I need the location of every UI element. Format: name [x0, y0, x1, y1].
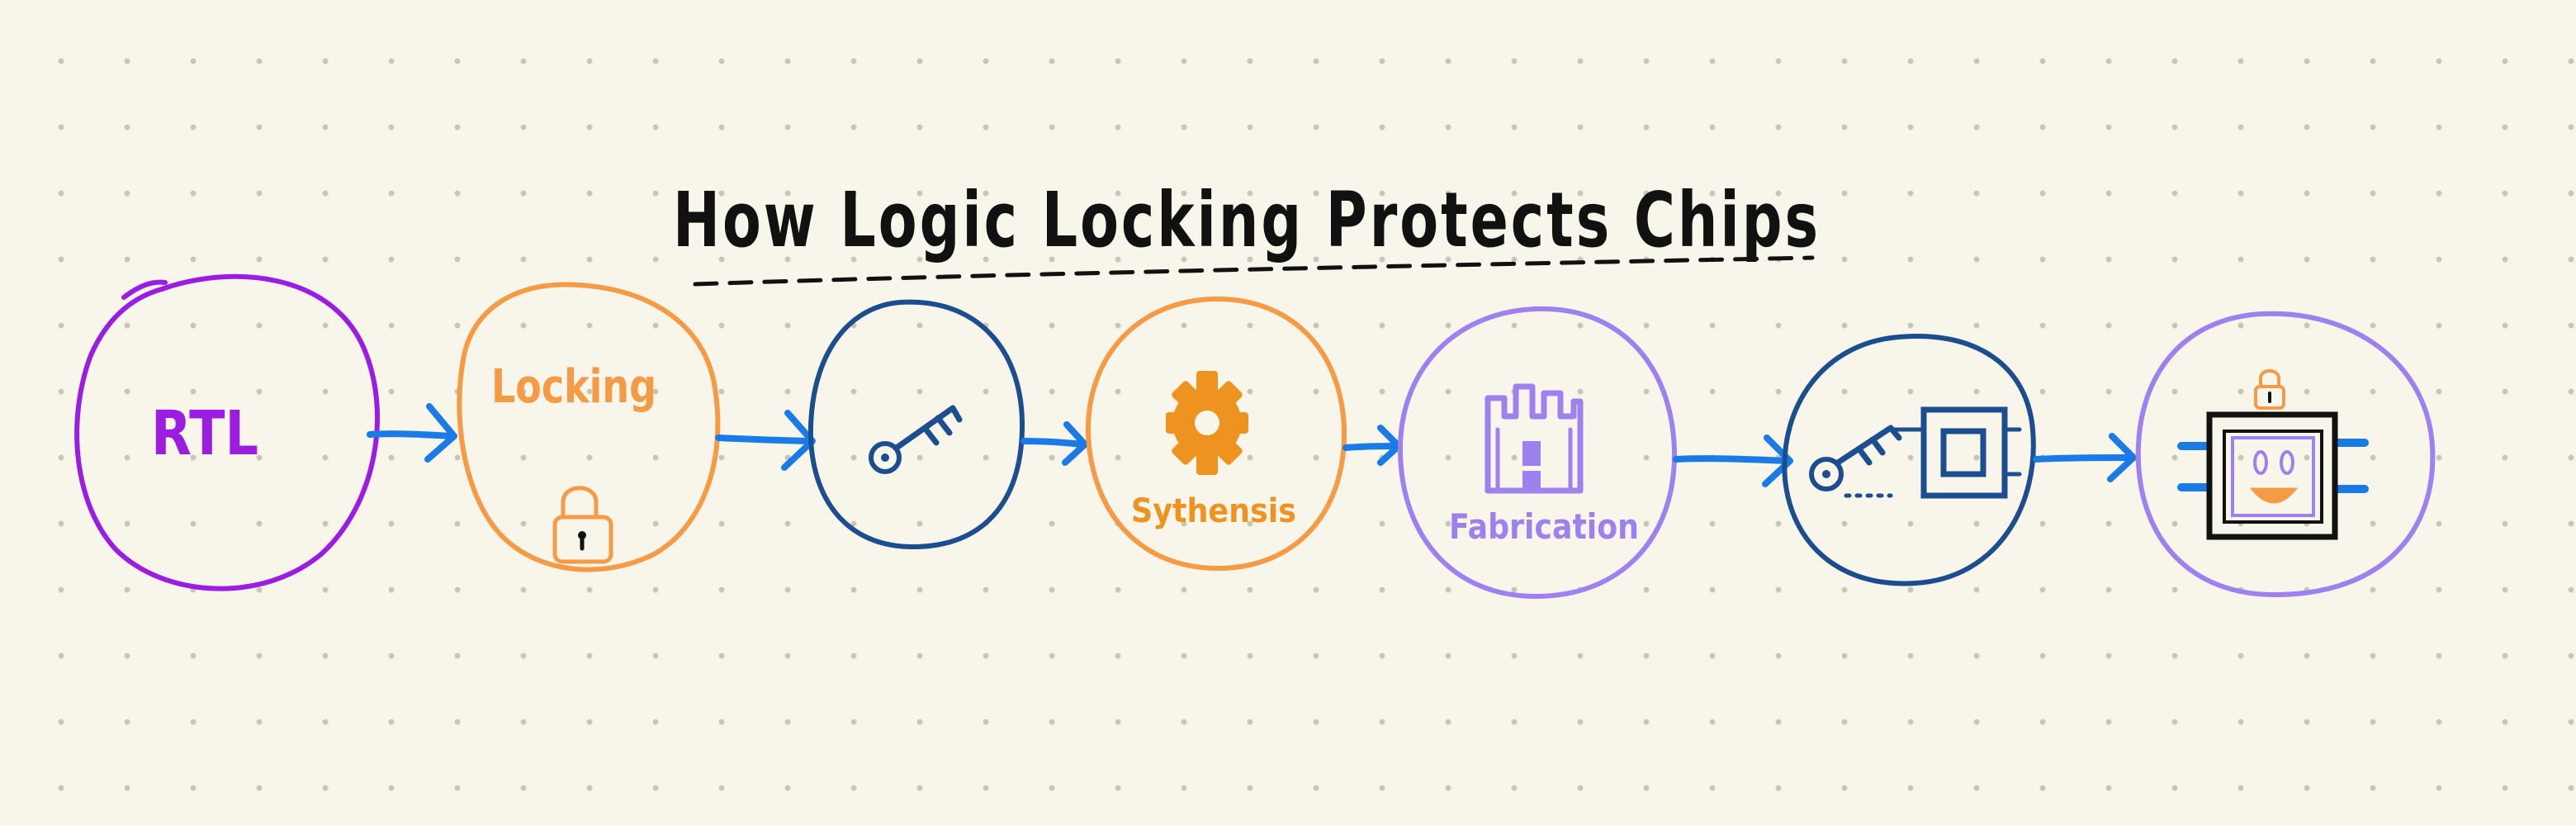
node-fabrication: Fabrication: [1397, 306, 1678, 599]
diagram-title: How Logic Locking Protects Chips: [673, 176, 1821, 264]
node-locking: Locking: [457, 282, 721, 572]
factory-icon: [1485, 383, 1584, 494]
node-protected-chip-circle: [2135, 311, 2436, 598]
key-to-chip-icon: [1809, 406, 2022, 499]
key-icon: [869, 405, 963, 474]
node-locking-circle: [457, 282, 721, 572]
node-protected-chip: [2135, 311, 2436, 598]
node-rtl: RTL: [74, 273, 380, 591]
arrow-rtl-to-locking: [367, 403, 457, 463]
node-key-chip: [1782, 334, 2036, 586]
node-synthesis-label: Sythensis: [1131, 492, 1296, 530]
node-fabrication-label: Fabrication: [1449, 506, 1639, 547]
node-rtl-circle: [74, 273, 380, 591]
arrow-locking-to-key: [715, 410, 816, 471]
padlock-icon: [552, 486, 613, 564]
small-padlock-icon: [2254, 369, 2285, 410]
node-rtl-label: RTL: [151, 398, 258, 469]
node-key-circle: [807, 299, 1025, 550]
arrow-synthesis-to-fabrication: [1342, 425, 1402, 466]
arrow-key-chip-to-protected-chip: [2033, 433, 2137, 482]
node-synthesis: Sythensis: [1085, 296, 1347, 571]
arrow-key-to-synthesis: [1020, 421, 1088, 466]
arrow-fabrication-to-key-chip: [1673, 434, 1793, 487]
gear-icon: [1166, 371, 1248, 475]
title-dashed-underline: [693, 255, 1815, 287]
node-locking-label: Locking: [491, 360, 656, 414]
node-key: [807, 299, 1025, 550]
happy-locked-chip-icon: [2177, 369, 2369, 540]
node-key-chip-circle: [1782, 334, 2036, 586]
node-fabrication-circle: [1397, 306, 1678, 599]
node-synthesis-circle: [1085, 296, 1347, 571]
